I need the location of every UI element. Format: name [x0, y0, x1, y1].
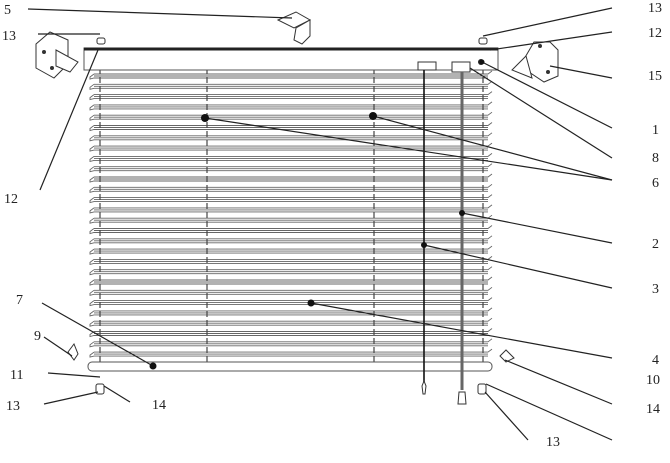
label-12-left: 12 [4, 192, 18, 207]
label-9: 9 [34, 329, 41, 344]
slat [89, 183, 493, 193]
slat [89, 173, 493, 183]
label-13-bottom-left: 13 [6, 399, 20, 414]
slat [89, 276, 493, 286]
slat [89, 111, 493, 121]
slat [89, 204, 493, 214]
slat [89, 80, 493, 90]
slat [89, 245, 493, 255]
label-12-right: 12 [648, 26, 662, 41]
top-bracket [276, 11, 312, 45]
label-8: 8 [652, 151, 659, 166]
fasteners [67, 37, 515, 395]
slat [89, 266, 493, 276]
wand-handle [457, 391, 467, 405]
label-15: 15 [648, 69, 662, 84]
end-bracket-right [511, 41, 559, 83]
slat [89, 225, 493, 235]
slat [89, 338, 493, 348]
label-1: 1 [652, 123, 659, 138]
slat [89, 142, 493, 152]
cord-lock [417, 61, 437, 71]
end-bracket-left [35, 31, 79, 79]
label-7: 7 [16, 293, 23, 308]
label-11: 11 [10, 368, 23, 383]
label-13-top-right: 13 [648, 1, 662, 16]
slat [89, 163, 493, 173]
label-4: 4 [652, 353, 659, 368]
slat [89, 214, 493, 224]
label-6: 6 [652, 176, 659, 191]
slat [89, 194, 493, 204]
slat [89, 307, 493, 317]
label-14-bottom-right: 14 [646, 402, 660, 417]
slat [89, 70, 493, 80]
label-5: 5 [4, 3, 11, 18]
label-13-bottom-right: 13 [546, 435, 560, 450]
slat [89, 256, 493, 265]
leader-dots [149, 59, 485, 370]
label-2: 2 [652, 237, 659, 252]
slat [89, 132, 493, 142]
label-10: 10 [646, 373, 660, 388]
slat [89, 297, 493, 307]
leader-lines [27, 7, 613, 441]
slat [89, 122, 493, 132]
label-13-top-left: 13 [2, 29, 16, 44]
slat [89, 348, 493, 358]
headrail [83, 47, 499, 73]
bottom-rail [87, 361, 493, 372]
slat [89, 153, 493, 162]
slat [89, 235, 493, 245]
label-3: 3 [652, 282, 659, 297]
tilt-mechanism [451, 61, 471, 73]
slat [89, 286, 493, 296]
slat [89, 101, 493, 111]
slats [89, 70, 493, 358]
label-14-bottom-left: 14 [152, 398, 166, 413]
cord-tassel [421, 379, 427, 395]
slat [89, 328, 493, 338]
slat [89, 91, 493, 101]
